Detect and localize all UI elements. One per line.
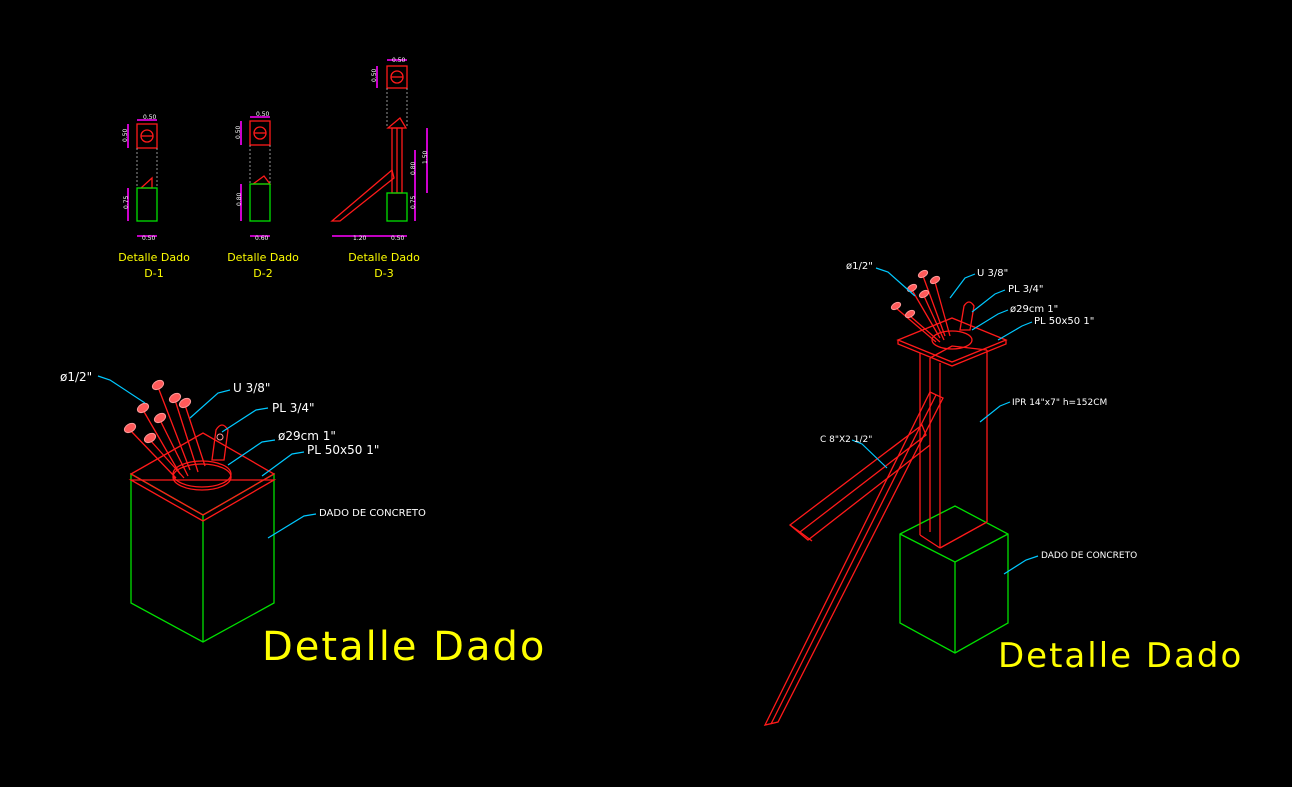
iso-left-label-circle: ø29cm 1" (278, 429, 336, 443)
iso-right-leader-ipr (979, 401, 1011, 423)
iso-right-label-rod: ø1/2" (846, 261, 873, 272)
iso-right-leader-rod (875, 267, 916, 297)
iso-right-u-bracket (959, 301, 975, 331)
d1-code: D-1 (144, 267, 163, 280)
iso-right-leader-dado (1003, 555, 1039, 575)
iso-left-leader-u (189, 389, 231, 419)
iso-right-label-circle: ø29cm 1" (1010, 304, 1058, 315)
iso-right-label-dado: DADO DE CONCRETO (1041, 551, 1137, 561)
d3-plan-plate (386, 65, 408, 89)
iso-left-label-pl1: PL 3/4" (272, 401, 315, 415)
iso-right-leader-circle (971, 309, 1009, 331)
iso-left-leader-circle (227, 439, 276, 466)
iso-left-title: Detalle Dado (262, 624, 546, 670)
iso-right-label-ipr: IPR 14"x7" h=152CM (1012, 398, 1107, 408)
d2-dado (249, 183, 271, 222)
d3-title: Detalle Dado (348, 251, 420, 264)
iso-left-leader-dado (267, 513, 317, 539)
d3-dado (386, 192, 408, 222)
iso-left-label-pl2: PL 50x50 1" (307, 443, 379, 457)
iso-right-label-pl1: PL 3/4" (1008, 284, 1043, 295)
iso-left-base-plate (129, 432, 276, 516)
iso-right-leader-u (949, 273, 976, 299)
iso-left-leader-pl1 (221, 407, 269, 433)
d1-plan-plate (136, 123, 158, 149)
iso-right-base-plate (896, 317, 1008, 363)
iso-left-anchor-rods (123, 379, 206, 479)
iso-left-leader-pl2 (261, 451, 305, 477)
detail-d2: 0.50 0.50 0.80 0.60 Detalle Dado D-2 (227, 111, 299, 280)
d2-anchor (251, 175, 272, 185)
detail-d3: 0.50 0.50 1.50 0.80 0.75 1.20 0.50 Detal… (330, 57, 429, 280)
d3-dim-left: 0.50 (371, 68, 378, 82)
d3-anchor (386, 117, 408, 129)
d2-dim-bottom: 0.60 (255, 235, 269, 242)
iso-left-label-dado: DADO DE CONCRETO (319, 508, 426, 519)
iso-right-label-u: U 3/8" (977, 268, 1008, 279)
iso-right-concrete-block (899, 505, 1009, 654)
d3-dim-dado: 0.75 (410, 195, 417, 209)
iso-right-leader-channel (851, 439, 888, 469)
d3-dim-bottom: 0.50 (391, 235, 405, 242)
iso-left-label-u: U 3/8" (233, 381, 270, 395)
d3-dim-top: 0.50 (392, 57, 406, 64)
iso-right-channel (788, 423, 931, 542)
iso-left-leader-rod (97, 375, 146, 404)
iso-left-detail: ø1/2" U 3/8" PL 3/4" ø29cm 1" PL 50x50 1… (60, 370, 546, 670)
d1-dim-left: 0.50 (122, 128, 129, 142)
iso-left-label-rod: ø1/2" (60, 370, 92, 384)
d3-dim-brace: 0.80 (410, 161, 417, 175)
iso-right-brace (763, 391, 944, 726)
d2-dim-left: 0.50 (235, 125, 242, 139)
d1-dado (136, 187, 158, 222)
d3-dim-column: 1.50 (422, 150, 429, 164)
d1-title: Detalle Dado (118, 251, 190, 264)
d1-dim-bottom: 0.50 (142, 235, 156, 242)
d3-code: D-3 (374, 267, 393, 280)
iso-left-circle-plate (172, 463, 232, 491)
iso-right-circle-plate (931, 330, 973, 350)
iso-right-anchor-rods (890, 269, 951, 343)
d2-title: Detalle Dado (227, 251, 299, 264)
iso-right-detail: ø1/2" U 3/8" PL 3/4" ø29cm 1" PL 50x50 1… (763, 261, 1243, 726)
iso-right-leader-pl1 (971, 289, 1006, 313)
d1-anchor (139, 176, 153, 189)
d2-code: D-2 (253, 267, 272, 280)
detail-d1: 0.50 0.50 0.75 0.50 Detalle Dado D-1 (118, 114, 190, 280)
iso-left-u-bracket (211, 424, 229, 461)
iso-right-leader-pl2 (997, 321, 1033, 341)
d2-dim-top: 0.50 (256, 111, 270, 118)
d3-brace (330, 168, 395, 222)
d3-dim-span: 1.20 (353, 235, 367, 242)
d2-plan-plate (249, 120, 271, 146)
d2-dim-height: 0.80 (236, 192, 243, 206)
iso-left-bracket-hole (216, 433, 224, 441)
iso-right-label-pl2: PL 50x50 1" (1034, 316, 1094, 327)
iso-right-title: Detalle Dado (998, 636, 1243, 676)
d1-dim-top: 0.50 (143, 114, 157, 121)
iso-right-label-channel: C 8"X2 1/2" (820, 435, 872, 445)
d1-dim-height: 0.75 (123, 195, 130, 209)
